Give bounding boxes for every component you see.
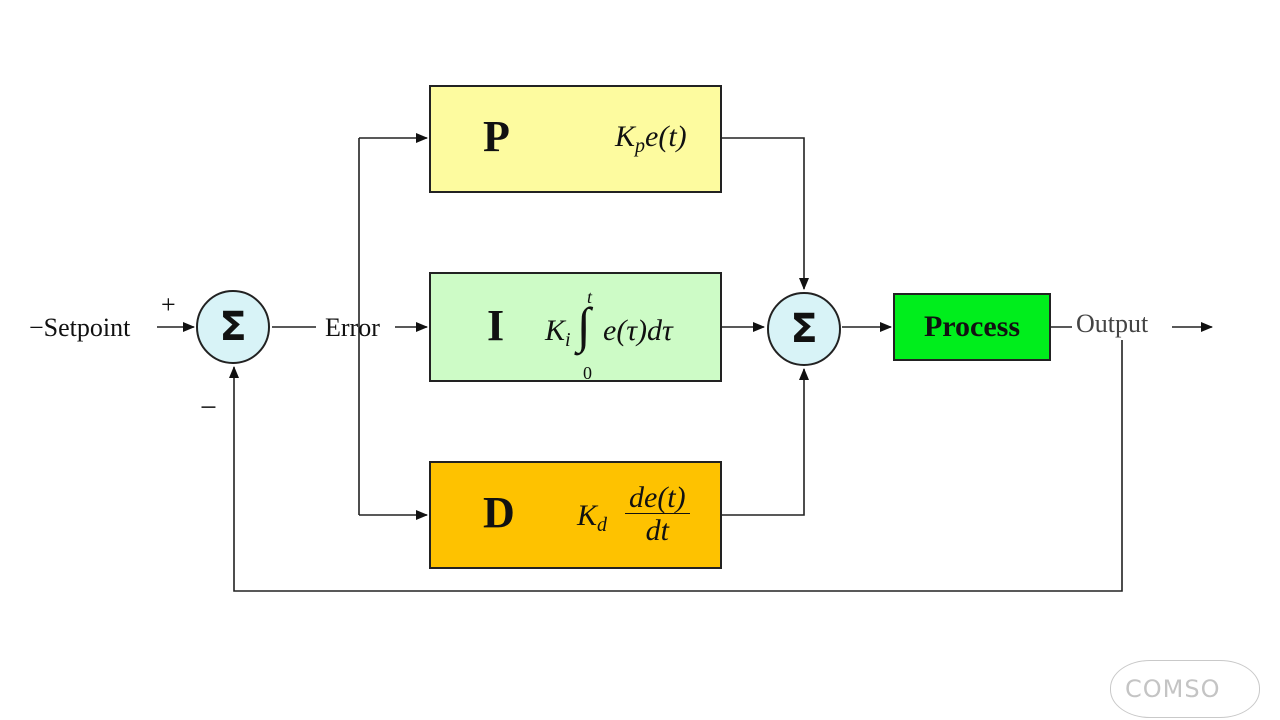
integral-upper-limit: t [587,287,593,307]
error-summing-junction: Σ [196,290,270,364]
sigma-symbol: Σ [790,306,818,352]
d-gain-letter: K [577,499,598,532]
d-to-sum-line [722,368,809,516]
sigma-symbol: Σ [219,304,247,350]
integral-lower-limit: 0 [583,363,592,383]
i-body: e(τ)dτ [603,314,673,347]
comsol-watermark-logo: COMSO [1110,660,1260,718]
p-gain: K [615,120,636,153]
i-gain-subscript: i [565,329,571,351]
derivative-numerator: de(t) [625,483,690,514]
controller-summing-junction: Σ [767,292,841,366]
d-gain-subscript: d [597,514,608,536]
derivative-fraction: de(t) dt [625,483,690,546]
d-gain: Kd [577,499,608,536]
integral-block: I Ki ∫ t 0 e(τ)dτ [429,272,722,382]
i-gain-letter: K [545,314,566,347]
proportional-block: P Kpe(t) [429,85,722,193]
process-block: Process [893,293,1051,361]
watermark-text: COMSO [1125,675,1221,703]
plus-sign: + [161,290,176,319]
setpoint-label: −Setpoint [29,313,131,342]
output-label: Output [1076,309,1149,338]
i-gain: Ki [545,314,571,351]
minus-sign: − [200,391,217,424]
p-term-letter: P [483,112,510,161]
feedback-line [229,340,1123,592]
process-label: Process [923,310,1021,343]
integral-sign: ∫ [577,297,591,353]
derivative-denominator: dt [645,514,669,547]
derivative-block: D Kd de(t) dt [429,461,722,569]
p-to-sum-line [722,137,809,290]
p-body: e(t) [645,120,687,153]
error-label: Error [325,313,380,342]
i-term-letter: I [487,301,505,350]
p-formula: Kpe(t) [615,120,687,157]
d-term-letter: D [483,488,515,537]
p-gain-subscript: p [635,135,646,157]
